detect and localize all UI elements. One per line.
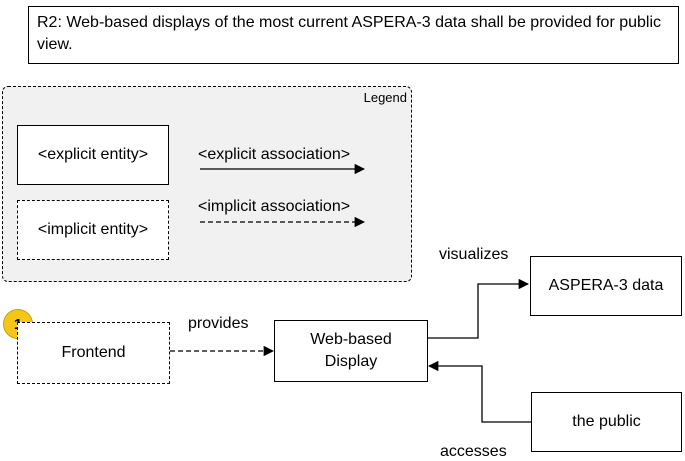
legend-implicit-association-label: <implicit association> bbox=[198, 198, 351, 215]
web-display-node: Web-based Display bbox=[274, 320, 428, 382]
legend-title: Legend bbox=[363, 90, 407, 105]
accesses-label: accesses bbox=[440, 443, 507, 460]
legend-implicit-entity: <implicit entity> bbox=[17, 200, 169, 260]
accesses-arrow bbox=[427, 360, 531, 423]
aspera-data-node: ASPERA-3 data bbox=[530, 256, 682, 316]
visualizes-arrow bbox=[428, 278, 530, 339]
frontend-node: Frontend bbox=[17, 322, 170, 384]
provides-label: provides bbox=[188, 315, 249, 332]
legend-explicit-association-label: <explicit association> bbox=[198, 146, 351, 163]
visualizes-label: visualizes bbox=[439, 246, 509, 263]
legend-explicit-entity: <explicit entity> bbox=[17, 125, 169, 185]
public-node: the public bbox=[531, 392, 682, 452]
requirement-text: R2: Web-based displays of the most curre… bbox=[28, 6, 679, 64]
